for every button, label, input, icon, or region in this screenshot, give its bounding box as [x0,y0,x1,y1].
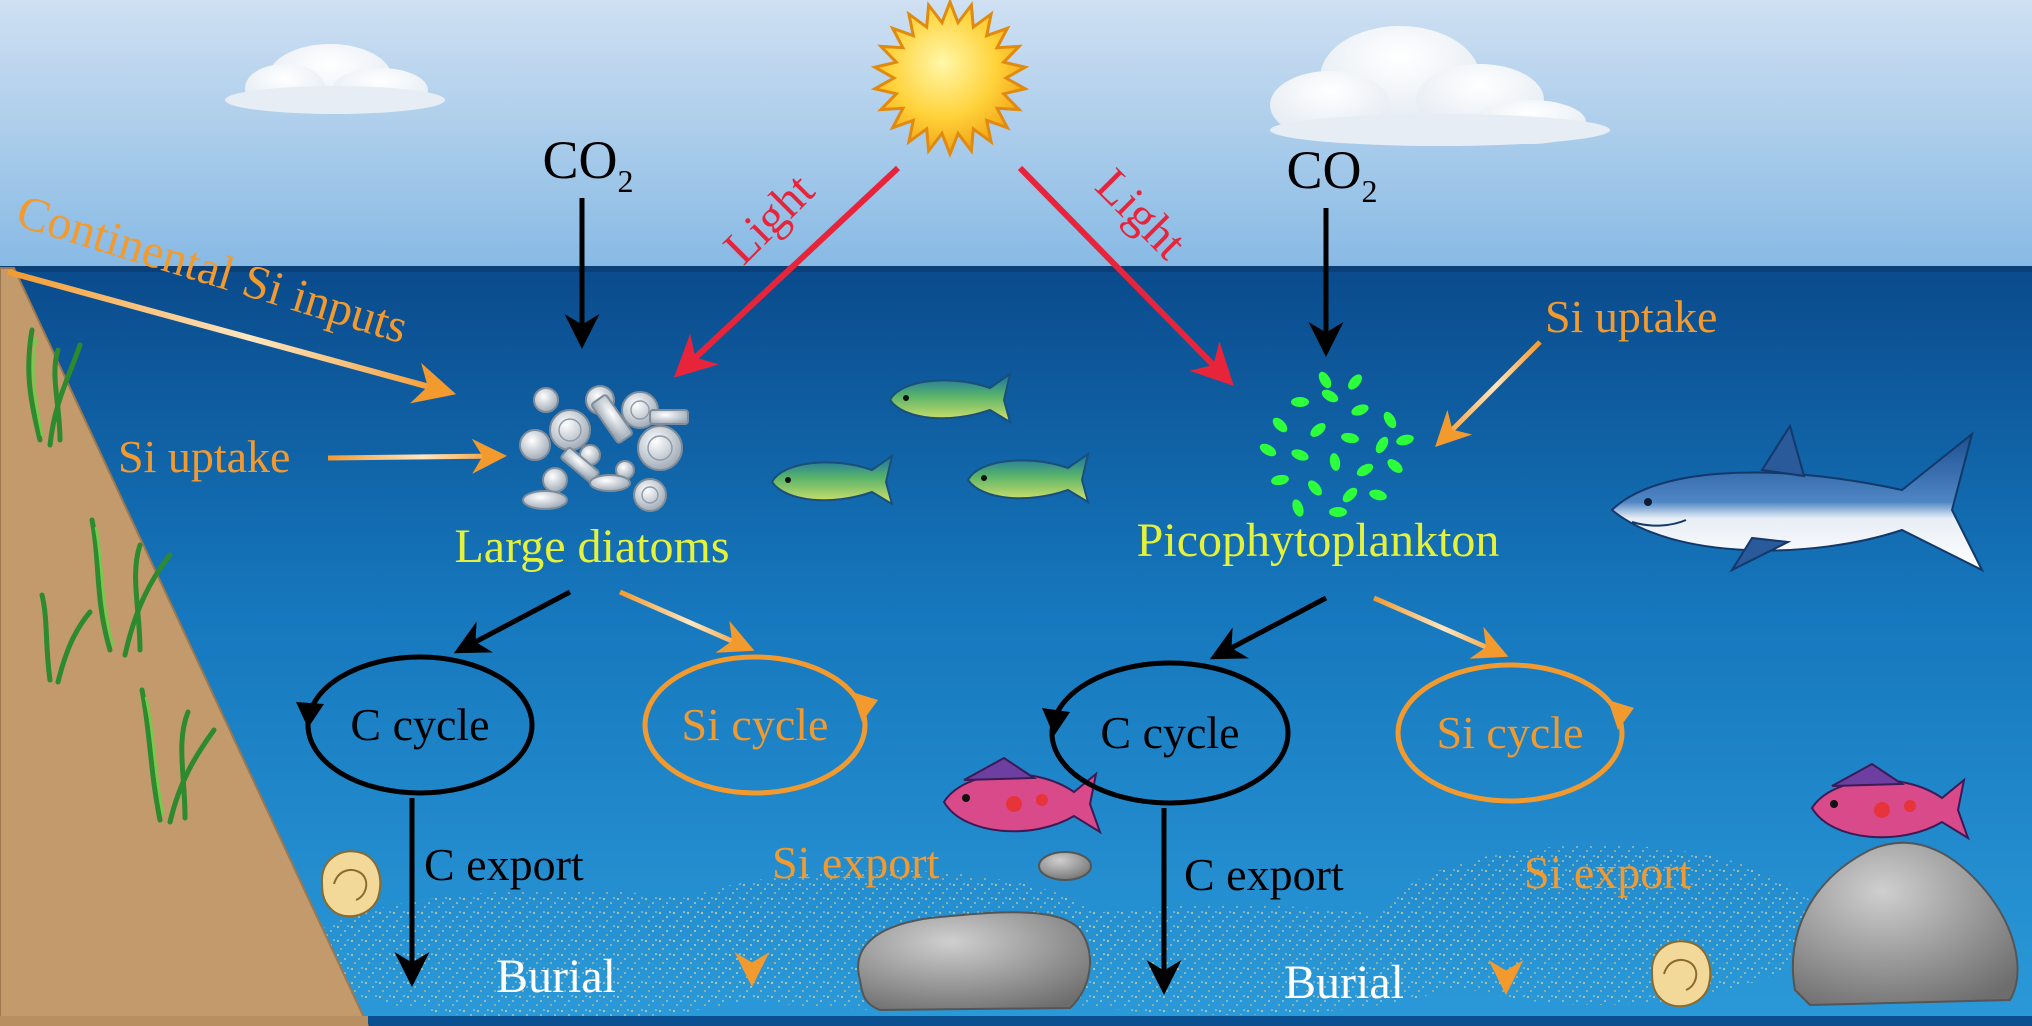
light-arrow-right [1017,165,1234,386]
picoplankton-cell [1356,463,1374,477]
picoplankton-cell [1291,449,1309,461]
picoplankton-cell [1383,411,1397,429]
picoplankton-cell [1387,459,1403,473]
c-cycle-loop-left [296,654,535,796]
si-uptake-arrow-right [1435,340,1542,447]
picoplankton-cell [1308,480,1322,496]
shark-icon [1610,423,1985,573]
c-export-label-right: C export [1184,849,1344,900]
si-cycle-label-right: Si cycle [1437,707,1584,758]
picoplankton-cell [1342,487,1358,503]
si-cycle-loop-right [1395,662,1634,804]
picoplankton-cell [1341,432,1359,444]
seagrass-icon [26,327,217,825]
picoplankton-cell [1272,417,1288,433]
picoplankton-cell [1329,507,1347,517]
c-cycle-loop-right [1042,660,1291,806]
co2-label-right-base: CO [1286,140,1361,200]
ocean-bottom-line [0,1016,2032,1026]
picophytoplankton-label: Picophytoplankton [1137,514,1500,567]
pico-to-si-cycle-arrow [1372,595,1509,659]
c-cycle-label-right: C cycle [1100,707,1239,758]
sky-background [0,0,2032,272]
si-export-label-right: Si export [1524,847,1692,898]
burial-label-right: Burial [1284,956,1404,1009]
picoplankton-cell [1369,489,1387,501]
si-uptake-arrow-left [327,438,507,474]
fish-icon [966,451,1090,505]
picoplankton-cell [1348,374,1362,390]
co2-label-left-sub: 2 [618,163,634,199]
c-cycle-label-left: C cycle [350,699,489,750]
continental-shelf-land [0,267,370,1026]
fish-icon [770,453,894,507]
co2-label-right: CO2 [1286,140,1377,209]
picoplankton-cell [1318,371,1332,389]
c-export-label-left: C export [424,839,584,890]
si-cycle-loop-left [642,654,878,796]
picoplankton-cell [1291,397,1309,407]
picoplankton-cell [1321,389,1339,403]
ocean-surface-line [0,266,2032,272]
diatom-cluster-icon [519,385,689,512]
picoplankton-cell [1292,499,1304,517]
co2-label-left: CO2 [542,130,633,199]
reef-fish-icon [1810,762,1970,841]
sun-icon [870,0,1030,159]
light-arrow-left [673,165,901,378]
diatoms-to-c-cycle-arrow [453,589,572,654]
co2-label-right-sub: 2 [1362,173,1378,209]
picoplankton-cell [1329,453,1341,471]
diatoms-to-si-cycle-arrow [618,589,755,653]
picoplankton-cell [1259,443,1277,457]
cloud-icon [225,44,445,114]
picoplankton-cell [1271,474,1289,486]
picoplankton-cluster-icon [1259,371,1414,517]
si-uptake-label-left: Si uptake [118,431,290,482]
reef-fish-icon [942,756,1102,835]
si-cycle-label-left: Si cycle [682,699,829,750]
picoplankton-cell [1310,423,1326,437]
large-diatoms-label: Large diatoms [454,520,729,573]
picoplankton-cell [1351,404,1369,416]
cloud-icon [1270,26,1610,146]
rock-icon [857,911,1092,1012]
rock-icon [1791,841,2019,1007]
seashell-icon [1650,940,1712,1008]
ground-strip [0,1016,368,1026]
burial-label-left: Burial [496,950,616,1003]
picoplankton-cell [1396,434,1414,446]
continental-si-inputs-arrow [7,269,457,404]
si-export-label-left: Si export [772,837,940,888]
pico-to-c-cycle-arrow [1209,595,1328,660]
si-uptake-label-right: Si uptake [1545,291,1717,342]
picoplankton-cell [1375,436,1389,454]
rock-icon [1038,851,1092,881]
fish-icon [888,371,1012,425]
co2-label-left-base: CO [542,130,617,190]
seashell-icon [320,850,382,918]
